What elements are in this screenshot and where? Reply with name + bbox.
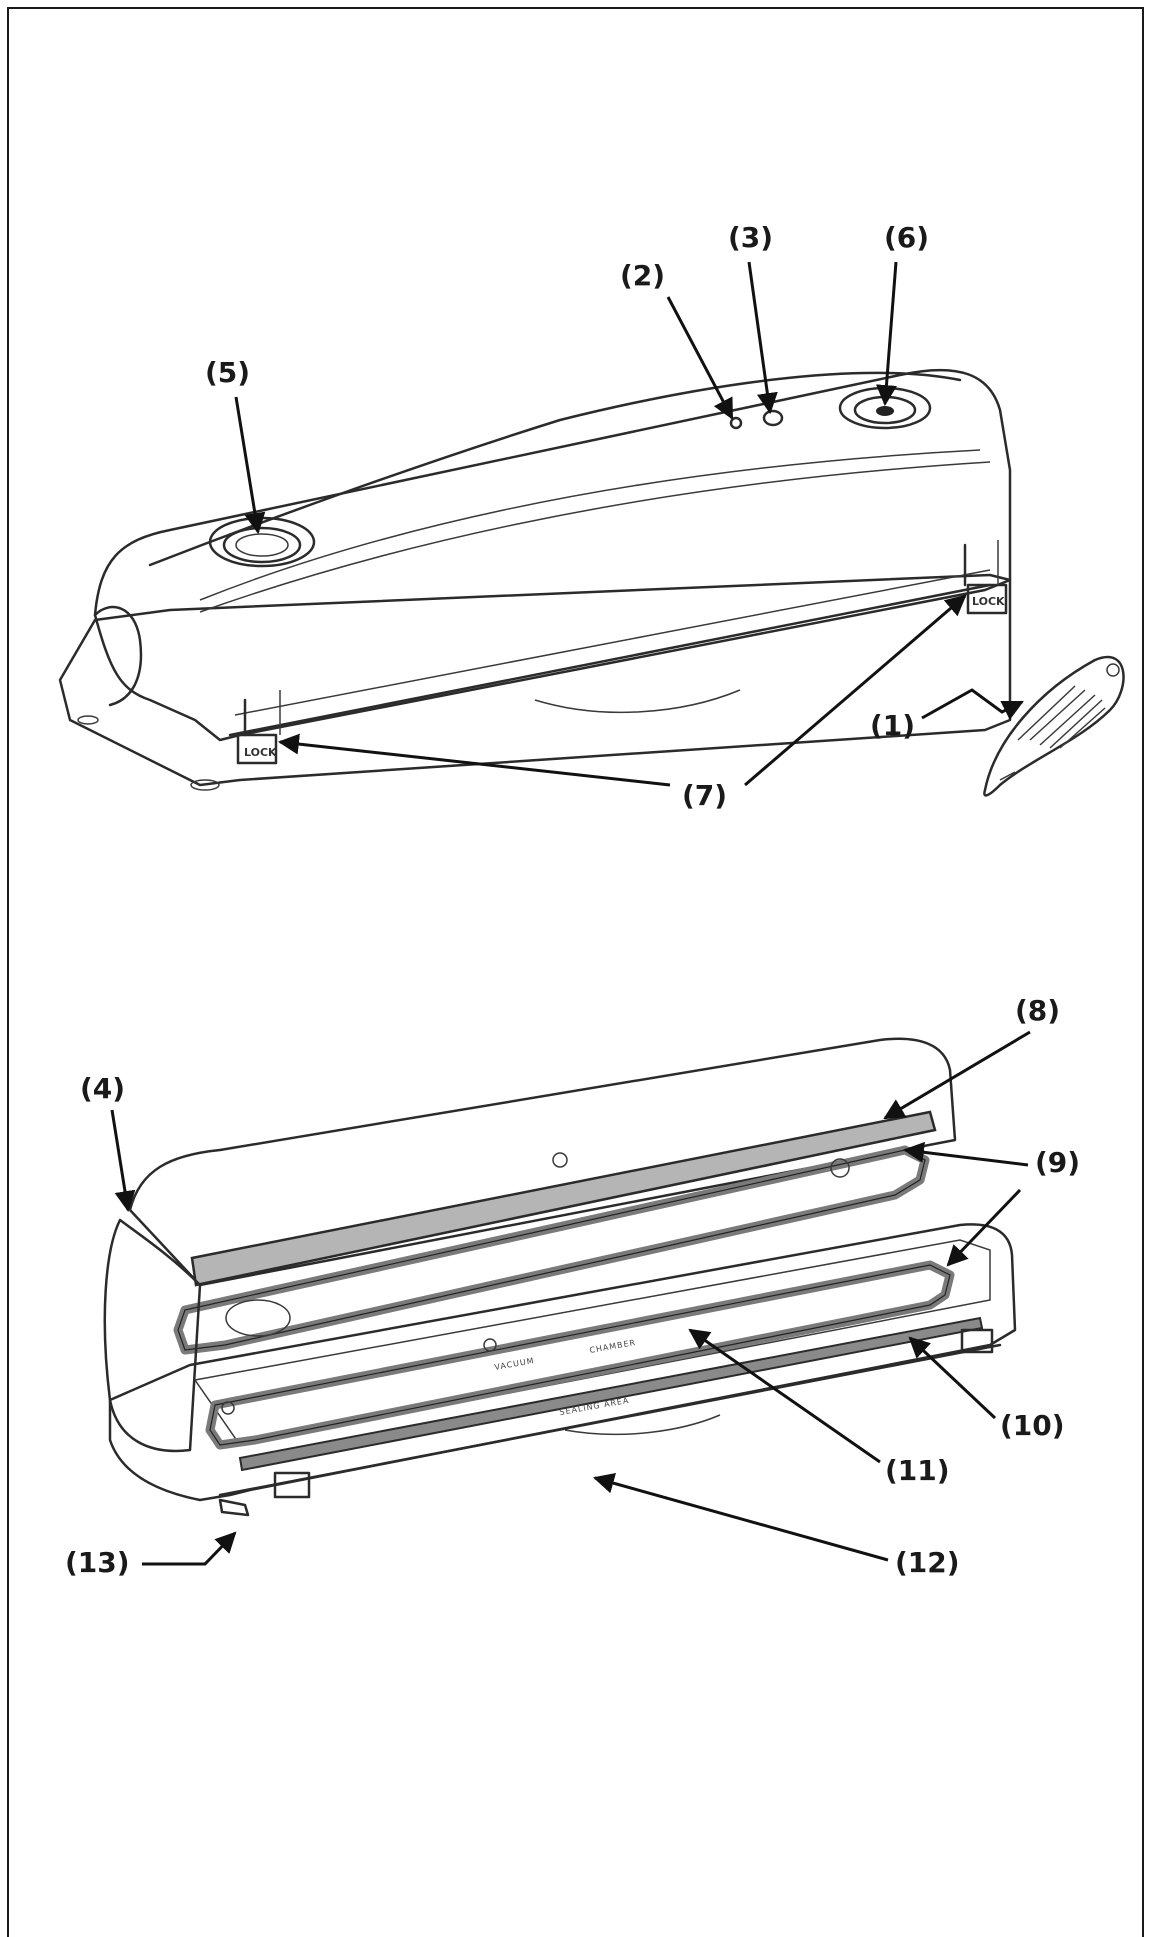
indicator-light [729,416,743,430]
callout-13: (13) [65,1546,130,1579]
vacuum-button[interactable] [208,516,316,568]
arrow-7-left [277,733,671,787]
lock-latch-left[interactable]: LOCK [236,690,281,765]
arrow-3 [747,261,778,415]
arrow-9-upper [902,1141,1029,1167]
sealer-curve-line [199,449,981,601]
vacuum-port [225,1299,291,1337]
sealer-foot-left [190,779,220,791]
upper-sealing-strip [190,1110,937,1287]
callout-1: (1) [870,709,915,742]
arrow-10 [908,1336,997,1420]
sealer-upper-panel [148,371,962,567]
callout-7: (7) [682,779,727,812]
callout-3: (3) [728,221,773,254]
arrow-7-right [744,594,967,787]
sealer-base [58,573,1012,787]
latch-left[interactable] [273,1471,311,1499]
callout-9: (9) [1035,1146,1080,1179]
callout-11: (11) [885,1454,950,1487]
arrow-13 [142,1531,237,1566]
callout-2: (2) [620,259,665,292]
arrow-2 [666,296,734,420]
lock-latch-right[interactable]: LOCK [963,540,1008,615]
print-chamber: CHAMBER [589,1338,637,1355]
vacuum-chamber [193,1239,991,1446]
arrow-11 [688,1328,881,1464]
sealer-front-seam [228,583,992,737]
sealer-closed-view: LOCK LOCK [58,368,1125,797]
arrow-4 [110,1109,136,1213]
callout-6: (6) [884,221,929,254]
callout-5: (5) [205,356,250,389]
arrow-9-lower [946,1188,1022,1267]
page-border [7,7,1144,1937]
bag-cutter[interactable] [983,656,1125,797]
sealer-front-recess [534,689,741,714]
callout-10: (10) [1000,1409,1065,1442]
latch-right[interactable] [960,1328,994,1354]
arrow-6 [875,261,898,407]
arrow-12 [592,1472,889,1562]
lock-label-left: LOCK [244,746,277,759]
arrow-8 [883,1030,1031,1120]
callout-12: (12) [895,1546,960,1579]
arrow-5 [234,396,266,535]
sealer-open-lid [128,1037,957,1287]
arrow-1 [921,688,1024,720]
rubber-foot [218,1498,250,1517]
side-housing [103,1218,202,1453]
stop-button[interactable] [762,409,784,427]
base-front-recess [564,1414,721,1436]
sealer-left-end [93,605,143,707]
callout-4: (4) [80,1072,125,1105]
sealer-top-shell [93,368,1012,742]
heating-strip [238,1316,984,1472]
callout-8: (8) [1015,994,1060,1027]
sealer-open-view: VACUUM CHAMBER SEALING AREA [103,1037,1017,1517]
print-vacuum: VACUUM [494,1356,535,1372]
lock-label-right: LOCK [972,595,1005,608]
